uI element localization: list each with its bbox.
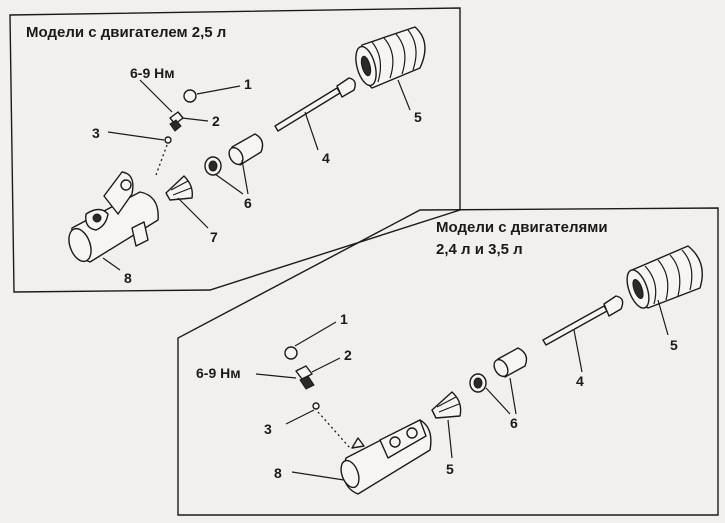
panel-top-engine-2-5: Модели с двигателем 2,5 л: [9, 7, 461, 293]
bottom-piston: [469, 347, 528, 393]
top-boot: [355, 26, 426, 89]
bottom-label-6: 6: [510, 415, 518, 431]
top-push-rod: [274, 77, 356, 132]
top-label-4: 4: [322, 150, 330, 166]
top-cylinder-body: [68, 171, 159, 263]
bottom-small-boot: [431, 391, 462, 419]
panel-top-title: Модели с двигателем 2,5 л: [26, 24, 226, 41]
bottom-boot: [626, 245, 703, 309]
bottom-push-rod: [542, 295, 624, 346]
top-label-5: 5: [414, 109, 422, 125]
bottom-bleeder-screw: [295, 365, 315, 390]
top-torque-label: 6-9 Нм: [130, 65, 175, 81]
top-label-2: 2: [212, 113, 220, 129]
top-piston: [204, 133, 264, 176]
top-dash-line: [155, 144, 168, 176]
bottom-check-ball: [312, 402, 320, 410]
bottom-cylinder-body: [340, 419, 432, 495]
top-label-6: 6: [244, 195, 252, 211]
bottom-dash-line: [317, 411, 351, 449]
bottom-label-3: 3: [264, 421, 272, 437]
top-label-1: 1: [244, 76, 252, 92]
top-bleeder-cap: [183, 89, 197, 103]
panel-top-frame: [9, 7, 461, 293]
top-label-3: 3: [92, 125, 100, 141]
panel-bottom-title-line1: Модели с двигателями: [436, 219, 608, 236]
bottom-torque-label: 6-9 Нм: [196, 365, 241, 381]
bottom-label-5-boot: 5: [670, 337, 678, 353]
top-small-boot: [165, 175, 194, 201]
top-check-ball: [164, 136, 172, 144]
bottom-label-2: 2: [344, 347, 352, 363]
bottom-label-4: 4: [576, 373, 584, 389]
bottom-label-1: 1: [340, 311, 348, 327]
panel-bottom-frame: [177, 207, 719, 516]
bottom-bleeder-cap: [284, 346, 298, 360]
top-label-8: 8: [124, 270, 132, 286]
top-bleeder-screw: [169, 111, 184, 132]
panel-bottom-engine-2-4-3-5: Модели с двигателями 2,4 л и 3,5 л: [177, 207, 719, 516]
bottom-label-5-small-boot: 5: [446, 461, 454, 477]
top-label-7: 7: [210, 229, 218, 245]
panel-bottom-title-line2: 2,4 л и 3,5 л: [436, 241, 523, 258]
bottom-label-8: 8: [274, 465, 282, 481]
